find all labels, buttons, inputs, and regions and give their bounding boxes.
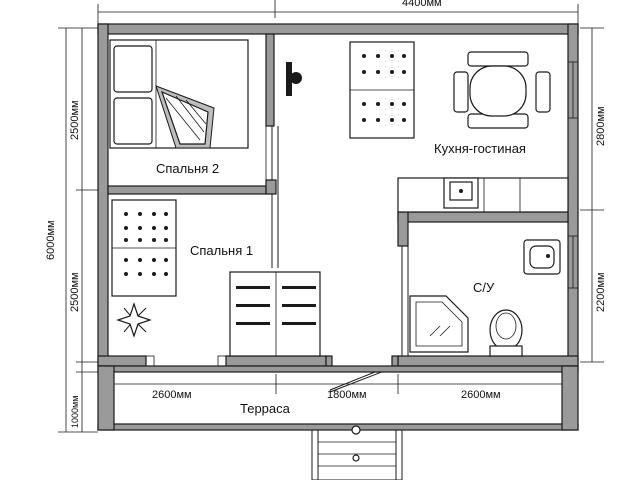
dim-left-lower: 2500мм bbox=[69, 272, 81, 312]
plant-icon bbox=[116, 302, 152, 338]
bed-1-pattern bbox=[124, 212, 168, 276]
room-label-terrace: Терраса bbox=[240, 401, 291, 416]
dim-terrace-right: 2600мм bbox=[461, 389, 501, 401]
room-label-bathroom: С/У bbox=[473, 280, 495, 295]
wardrobe-pattern bbox=[236, 286, 316, 325]
room-label-bedroom-2: Спальня 2 bbox=[156, 161, 219, 176]
dining-table bbox=[453, 51, 551, 129]
bed-bedroom-2 bbox=[109, 39, 249, 149]
bed-bedroom-1 bbox=[111, 199, 321, 357]
terrace-steps bbox=[311, 425, 403, 480]
bathroom-furniture bbox=[409, 239, 561, 357]
dim-right-lower: 2200мм bbox=[595, 272, 607, 312]
room-label-bedroom-1: Спальня 1 bbox=[190, 243, 253, 258]
dimension-lines bbox=[58, 0, 604, 433]
kitchen-furniture bbox=[286, 41, 569, 213]
dim-right-upper: 2800мм bbox=[595, 106, 607, 146]
dim-terrace-left: 2600мм bbox=[152, 389, 192, 401]
dim-left-terrace: 1000мм bbox=[70, 396, 80, 428]
dim-top-width: 4400мм bbox=[402, 0, 442, 9]
dim-total-height: 6000мм bbox=[45, 220, 57, 260]
terrace bbox=[97, 365, 579, 431]
dim-left-upper: 2500мм bbox=[69, 100, 81, 140]
room-label-kitchen-living: Кухня-гостиная bbox=[434, 141, 526, 156]
dim-terrace-mid: 1800мм bbox=[327, 389, 367, 401]
